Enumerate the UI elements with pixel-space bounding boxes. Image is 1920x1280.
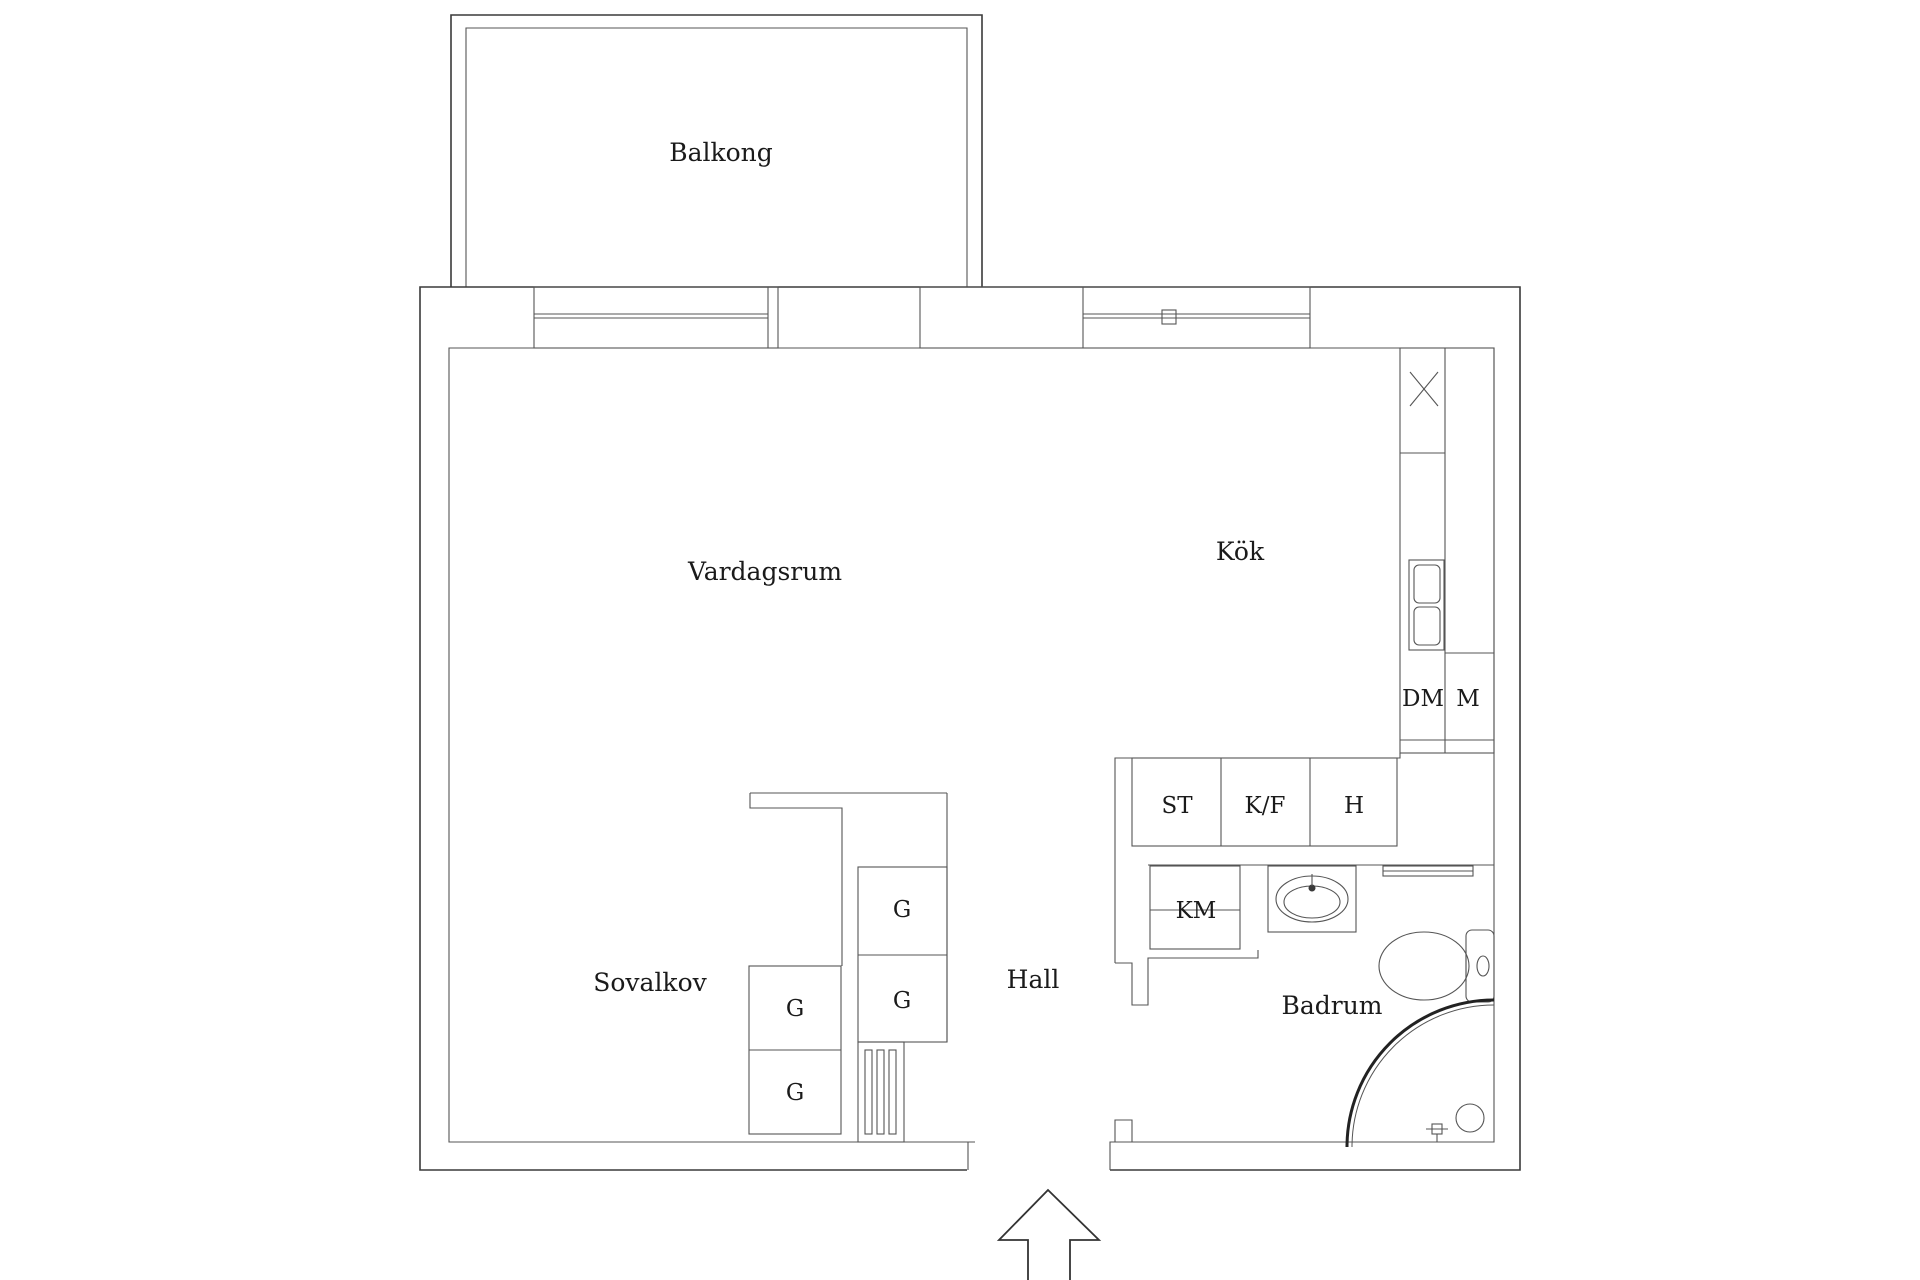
sink-icon: [1267, 865, 1357, 933]
wardrobe-right: [857, 866, 948, 1043]
shower-icon: [1345, 998, 1495, 1148]
kitchen-sink: [1408, 559, 1445, 651]
room-label-bathroom: Badrum: [1281, 991, 1382, 1020]
stove-label: ST: [1161, 793, 1193, 819]
room-label-living: Vardagsrum: [687, 557, 842, 586]
washing-machine: [1149, 865, 1241, 950]
room-label-hall: Hall: [1007, 965, 1060, 994]
toilet-icon: [1378, 929, 1495, 1003]
wardrobe-label-2: G: [893, 988, 911, 1014]
bathroom-shelf: [1382, 865, 1474, 877]
up-arrow-icon: [996, 1188, 1102, 1280]
room-label-kitchen: Kök: [1216, 537, 1265, 566]
outer-walls: [419, 286, 1521, 1171]
balcony: [450, 14, 983, 287]
wardrobe-label-3: G: [786, 996, 804, 1022]
window-balcony: [533, 286, 779, 349]
window-kitchen: [919, 286, 1311, 349]
wardrobe-label-4: G: [786, 1080, 804, 1106]
wardrobe-label-1: G: [893, 897, 911, 923]
room-label-balcony: Balkong: [669, 138, 773, 167]
appliance-row: [1131, 757, 1398, 847]
room-label-alcove: Sovalkov: [593, 968, 707, 997]
dishwasher-label: DM: [1402, 686, 1444, 712]
closet-partition: [749, 792, 948, 1042]
washing-machine-label: KM: [1176, 898, 1217, 924]
microwave-label: M: [1456, 686, 1480, 712]
kitchen-counter: [1399, 347, 1495, 754]
cabinet-label: H: [1344, 793, 1364, 819]
fridge-freezer-label: K/F: [1245, 793, 1286, 819]
wardrobe-left: [748, 965, 842, 1135]
shoe-rack: [857, 1041, 905, 1143]
